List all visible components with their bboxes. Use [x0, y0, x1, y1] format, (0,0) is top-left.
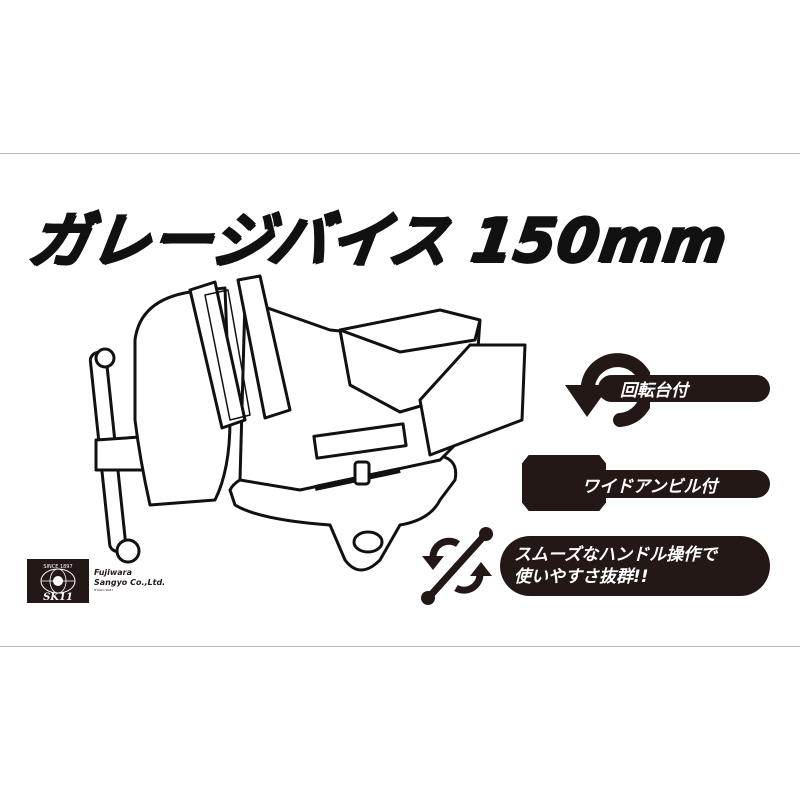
product-code: HY0GC-9087: [94, 588, 114, 592]
sk11-logo: SINCE 1897 SK11: [27, 559, 89, 603]
company-line2: Sangyo Co.,Ltd.: [94, 578, 166, 587]
feature-label: ワイドアンビル付: [582, 476, 718, 497]
package-frame: [0, 153, 800, 647]
company-line1: Fujiwara: [94, 568, 133, 577]
feature-label-line1: スムーズなハンドル操作で: [514, 545, 718, 565]
handle-rotate-icon: [421, 527, 493, 605]
svg-text:SK11: SK11: [43, 592, 73, 603]
feature-wide-anvil: ワイドアンビル付: [570, 470, 770, 498]
company-name: Fujiwara Sangyo Co.,Ltd. HY0GC-9087: [94, 568, 165, 593]
feature-label-line2: 使いやすさ抜群!!: [514, 567, 649, 587]
feature-label: 回転台付: [620, 381, 688, 401]
feature-swivel-base: 回転台付: [598, 375, 770, 402]
svg-text:SINCE 1897: SINCE 1897: [43, 564, 72, 570]
feature-smooth-handle: スムーズなハンドル操作で 使いやすさ抜群!!: [500, 536, 770, 596]
